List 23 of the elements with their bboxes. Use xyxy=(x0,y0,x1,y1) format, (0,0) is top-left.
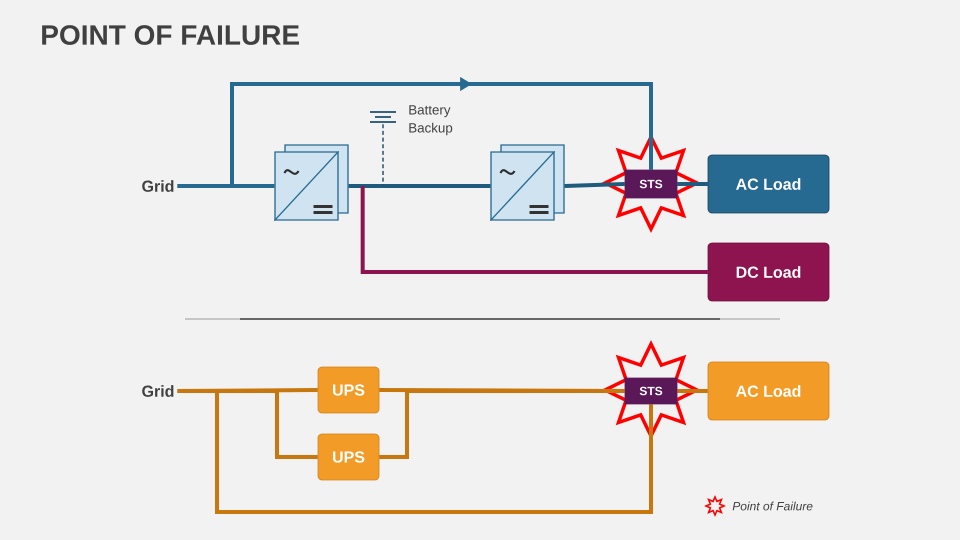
connector-line xyxy=(177,389,653,514)
connector-line xyxy=(677,182,708,186)
connector-line xyxy=(348,184,490,188)
load-box: AC Load xyxy=(708,362,830,420)
title: POINT OF FAILURE xyxy=(42,25,299,45)
arrow xyxy=(177,76,653,188)
converter-box xyxy=(490,144,565,222)
connector-line xyxy=(360,186,708,274)
ups-box: UPS xyxy=(318,366,380,414)
load-box: AC Load xyxy=(708,154,830,214)
connector-line xyxy=(677,389,708,393)
legend-text: Point of Failure xyxy=(732,502,813,510)
grid-label: Grid xyxy=(142,385,174,397)
sts-box: STS xyxy=(624,170,678,198)
sts-box: STS xyxy=(624,378,678,404)
grid-label: Grid xyxy=(142,180,174,192)
ups-box: UPS xyxy=(318,434,380,480)
battery-backup: Battery Backup xyxy=(369,105,452,136)
connector-line xyxy=(564,182,625,188)
connector-line xyxy=(382,124,384,186)
connector-line xyxy=(379,389,625,459)
load-box: DC Load xyxy=(708,242,830,302)
converter-box xyxy=(274,144,349,222)
